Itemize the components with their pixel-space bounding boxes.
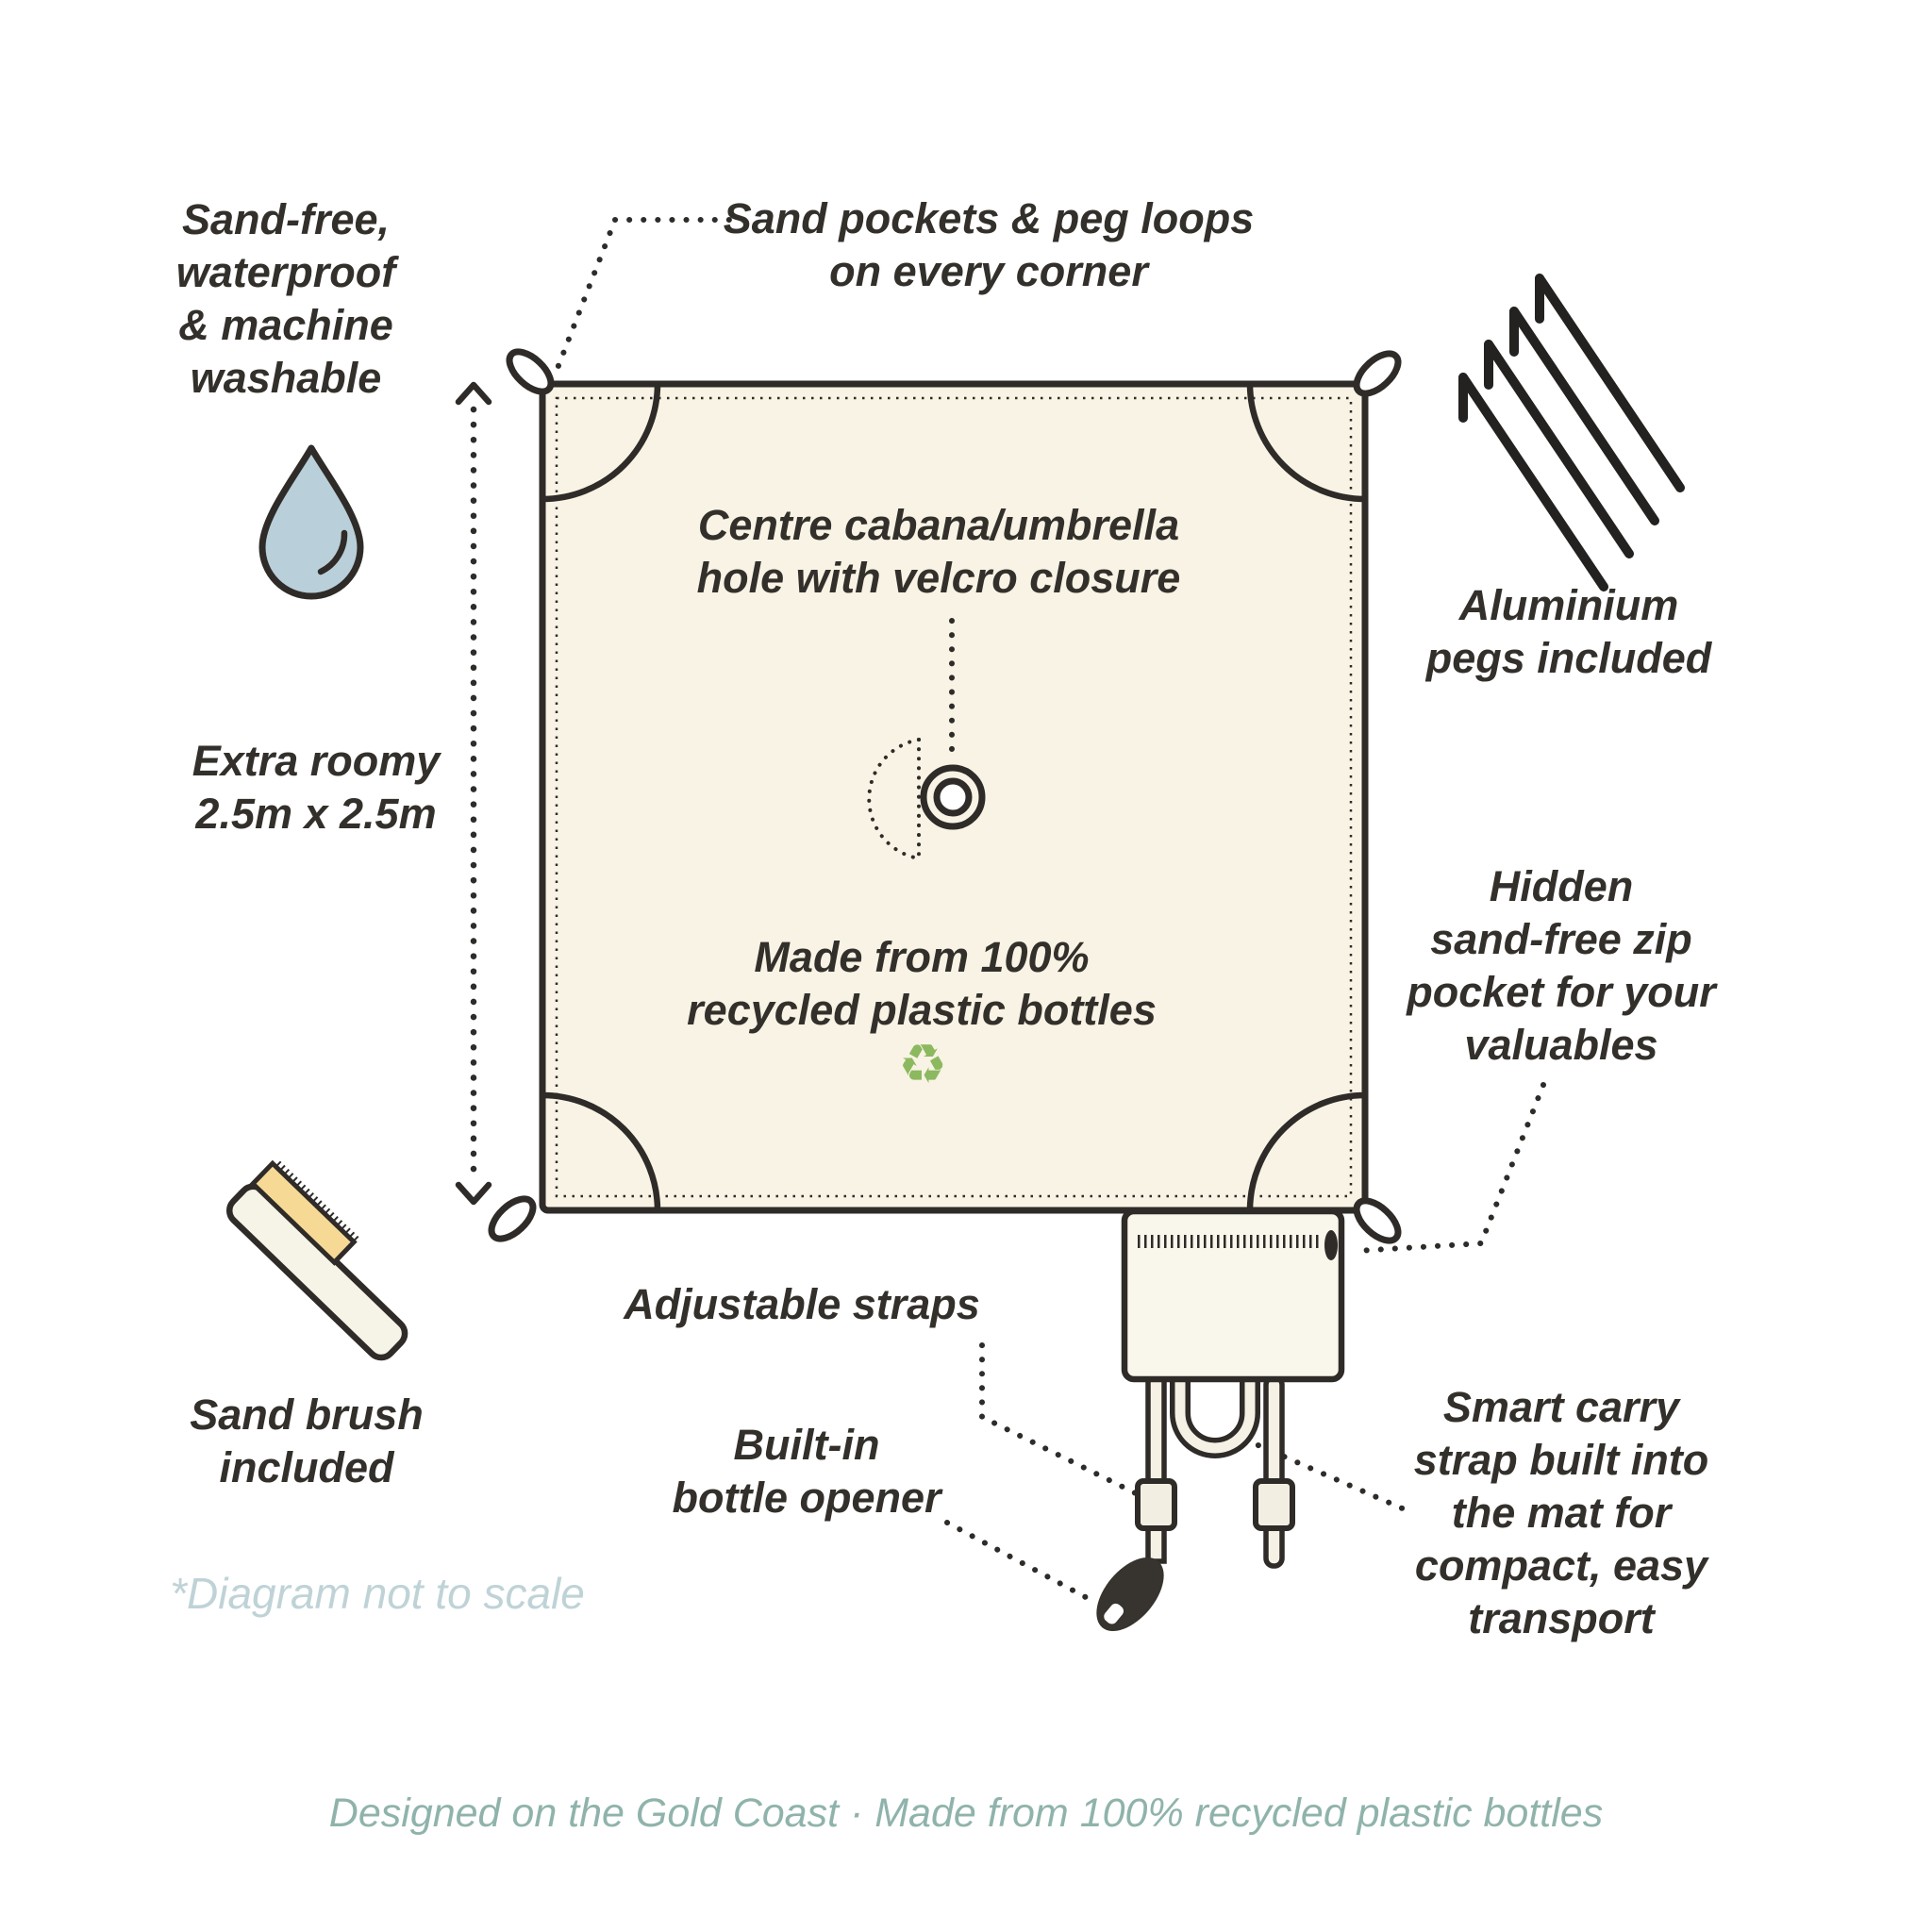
note-not-to-scale: *Diagram not to scale bbox=[170, 1569, 585, 1618]
peg-loop-bottom-left bbox=[488, 1195, 537, 1242]
leader-sand-pockets bbox=[552, 217, 746, 378]
label-sand-free-waterproof: Sand-free, waterproof & machine washable bbox=[175, 195, 396, 402]
sand-pocket-arc-top-left bbox=[541, 383, 661, 503]
label-centre-hole: Centre cabana/umbrella hole with velcro … bbox=[696, 501, 1181, 602]
sand-brush-icon bbox=[225, 1159, 408, 1361]
label-aluminium-pegs: Aluminium pegs included bbox=[1425, 581, 1712, 682]
leader-bottle-opener bbox=[944, 1520, 1097, 1605]
strap-left bbox=[1145, 1374, 1167, 1564]
aluminium-pegs-icon bbox=[1458, 274, 1685, 591]
label-sand-brush: Sand brush included bbox=[190, 1391, 424, 1491]
centre-hole bbox=[867, 738, 986, 860]
recycle-icon: ♻ bbox=[898, 1034, 947, 1095]
zip-pull bbox=[1324, 1230, 1338, 1260]
velcro-flap-outline bbox=[867, 738, 921, 860]
water-drop-icon bbox=[258, 444, 364, 600]
sand-pocket-arc-bottom-right bbox=[1246, 1091, 1366, 1211]
dimension-arrow bbox=[455, 381, 492, 1206]
peg-loop-bottom-right bbox=[1353, 1197, 1402, 1244]
grommet-inner bbox=[933, 777, 973, 817]
carry-pouch bbox=[1096, 1208, 1345, 1632]
footer-tagline: Designed on the Gold Coast · Made from 1… bbox=[328, 1790, 1604, 1836]
grommet-outer bbox=[920, 764, 986, 830]
label-extra-roomy: Extra roomy 2.5m x 2.5m bbox=[192, 737, 441, 838]
label-bottle-opener: Built-in bottle opener bbox=[672, 1421, 941, 1522]
strap-adjuster-left bbox=[1135, 1478, 1177, 1531]
leader-hidden-pocket bbox=[1354, 1082, 1546, 1254]
label-hidden-pocket: Hidden sand-free zip pocket for your val… bbox=[1407, 862, 1716, 1069]
label-made-from-recycled: Made from 100% recycled plastic bottles bbox=[687, 933, 1157, 1034]
mat-stitch-border bbox=[555, 396, 1353, 1198]
peg-loop-top-right bbox=[1353, 350, 1402, 397]
label-sand-pockets: Sand pockets & peg loops on every corner bbox=[723, 194, 1255, 295]
leader-adjustable-straps bbox=[979, 1342, 1141, 1497]
sand-pocket-arc-bottom-left bbox=[541, 1091, 661, 1211]
peg-loop-top-left bbox=[506, 348, 555, 395]
label-smart-carry-strap: Smart carry strap built into the mat for… bbox=[1413, 1383, 1709, 1642]
sand-pocket-arc-top-right bbox=[1246, 383, 1366, 503]
label-adjustable-straps: Adjustable straps bbox=[624, 1280, 980, 1328]
strap-adjuster-right bbox=[1253, 1478, 1295, 1531]
bottle-opener-icon bbox=[1096, 1557, 1164, 1632]
strap-right bbox=[1263, 1374, 1285, 1569]
